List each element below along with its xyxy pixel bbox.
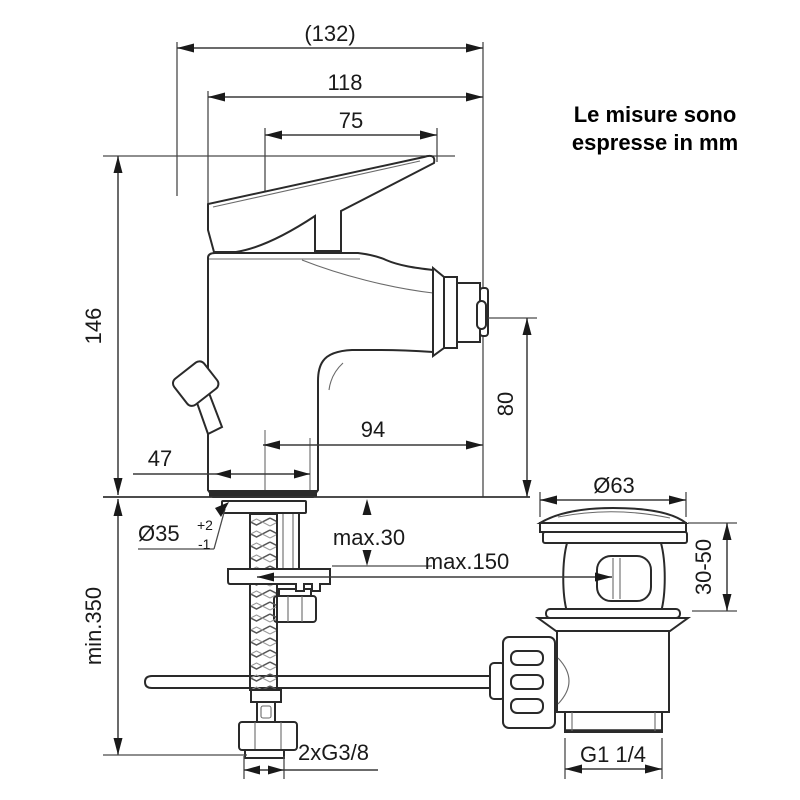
dim-rod-reach-max150: max.150 — [257, 549, 612, 582]
mounting-stud — [273, 514, 317, 623]
dim-spout-reach-94: 94 — [263, 417, 483, 450]
dim-label-94: 94 — [361, 417, 385, 442]
extension-lines — [103, 42, 484, 497]
waste-plug-cap — [536, 506, 689, 524]
dimension-annotations: (132) 118 75 146 min.350 — [81, 21, 737, 779]
dim-base-offset-47: 47 — [133, 446, 310, 479]
dim-waste-range-3050: 30-50 — [688, 522, 737, 612]
dim-label-47: 47 — [148, 446, 172, 471]
escutcheon — [221, 500, 307, 514]
dim-label-d35: Ø35 — [138, 521, 180, 546]
dim-spout-height-80: 80 — [488, 317, 537, 497]
dim-lever-span-75: 75 — [265, 108, 437, 140]
dim-waste-cap-d63: Ø63 — [539, 473, 687, 517]
hose-nut — [238, 721, 298, 751]
supply-hose — [238, 513, 298, 759]
pop-up-knob — [171, 360, 224, 436]
dim-label-max150: max.150 — [425, 549, 509, 574]
dim-label-146: 146 — [81, 308, 106, 345]
pop-up-rod — [143, 675, 496, 689]
lever-handle — [207, 154, 436, 253]
units-note: Le misure sono espresse in mm — [572, 102, 738, 155]
dim-label-d35-plus: +2 — [197, 517, 213, 533]
dim-label-80: 80 — [493, 392, 518, 416]
spray-outlet — [432, 265, 489, 358]
dim-label-d35-minus: -1 — [198, 536, 211, 552]
dim-label-2xg38: 2xG3/8 — [298, 740, 369, 765]
dim-label-132: (132) — [304, 21, 355, 46]
fixing-nut — [273, 595, 317, 623]
dim-label-75: 75 — [339, 108, 363, 133]
dim-overall-projection-132: (132) — [177, 21, 483, 53]
waste-drain-assembly — [489, 506, 692, 733]
dim-hole-diameter-35: Ø35 +2 -1 — [138, 502, 229, 552]
dim-label-min350: min.350 — [81, 587, 106, 665]
dim-label-max30: max.30 — [333, 525, 405, 550]
dim-label-118: 118 — [327, 70, 362, 95]
dim-label-3050: 30-50 — [691, 539, 716, 595]
dim-waste-thread-g114: G1 1/4 — [564, 738, 663, 779]
mounting-bracket — [227, 568, 331, 592]
dim-label-d63: Ø63 — [593, 473, 635, 498]
units-note-line1: Le misure sono — [574, 102, 737, 127]
dim-hose-length-min350: min.350 — [81, 499, 247, 756]
dim-projection-118: 118 — [208, 70, 483, 102]
waste-thread-tail — [564, 711, 663, 733]
dim-deck-thickness-max30: max.30 — [332, 499, 432, 567]
dim-height-146: 146 — [81, 156, 123, 495]
units-note-line2: espresse in mm — [572, 130, 738, 155]
dim-supply-thread-g38: 2xG3/8 — [243, 740, 378, 779]
waste-body — [556, 630, 670, 713]
dim-label-g114: G1 1/4 — [580, 742, 646, 767]
faucet-body — [207, 252, 434, 498]
bidet-mixer-drawing — [103, 154, 692, 759]
